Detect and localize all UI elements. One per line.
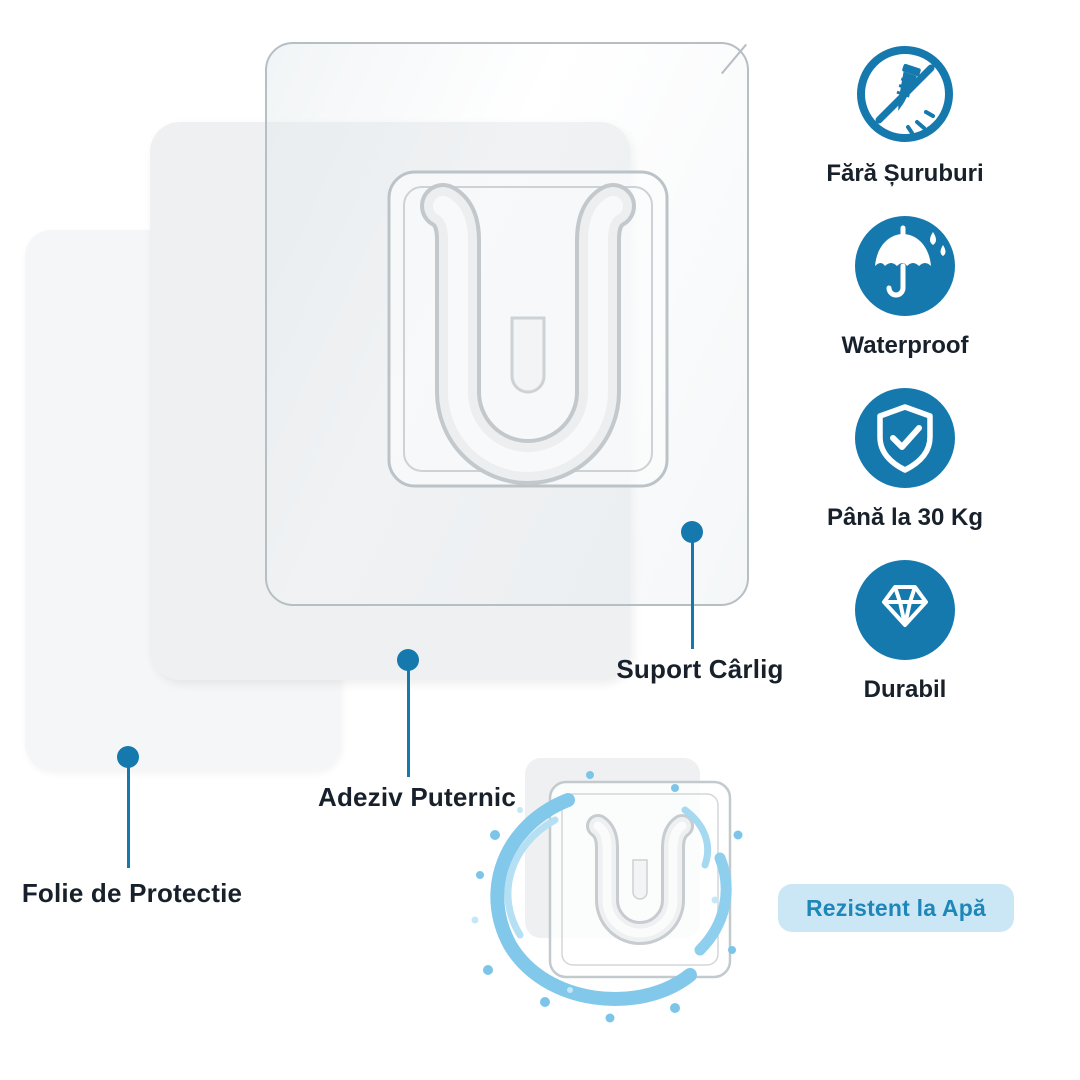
callout-dot <box>117 746 139 768</box>
callout-line <box>127 764 130 868</box>
shield-check-icon <box>855 388 955 488</box>
hook-plate <box>387 170 669 488</box>
feature-label: Waterproof <box>841 332 969 359</box>
diamond-icon <box>855 560 955 660</box>
hook-water-splash <box>471 758 743 1023</box>
feature-label: Durabil <box>863 676 947 703</box>
feature-waterproof: Waterproof <box>800 214 1010 360</box>
feature-label: Fără Șuruburi <box>826 160 984 187</box>
callout-line <box>691 539 694 649</box>
no-screws-icon <box>857 46 953 142</box>
water-splash-icon <box>471 771 743 1023</box>
sheet-corner-fold <box>721 43 747 75</box>
waterproof-umbrella-icon <box>855 216 955 316</box>
callout-label-folie: Folie de Protectie <box>21 878 243 908</box>
callout-label-suport: Suport Cârlig <box>616 654 784 684</box>
callout-dot <box>681 521 703 543</box>
feature-max-load: Până la 30 Kg <box>800 386 1010 532</box>
feature-durable: Durabil <box>800 558 1010 704</box>
callout-label-adeziv: Adeziv Puternic <box>317 782 517 812</box>
callout-line <box>407 667 410 777</box>
callout-dot <box>397 649 419 671</box>
feature-no-screws: Fără Șuruburi <box>800 42 1010 188</box>
water-resistant-badge: Rezistent la Apă <box>778 884 1014 932</box>
feature-label: Până la 30 Kg <box>826 504 984 531</box>
